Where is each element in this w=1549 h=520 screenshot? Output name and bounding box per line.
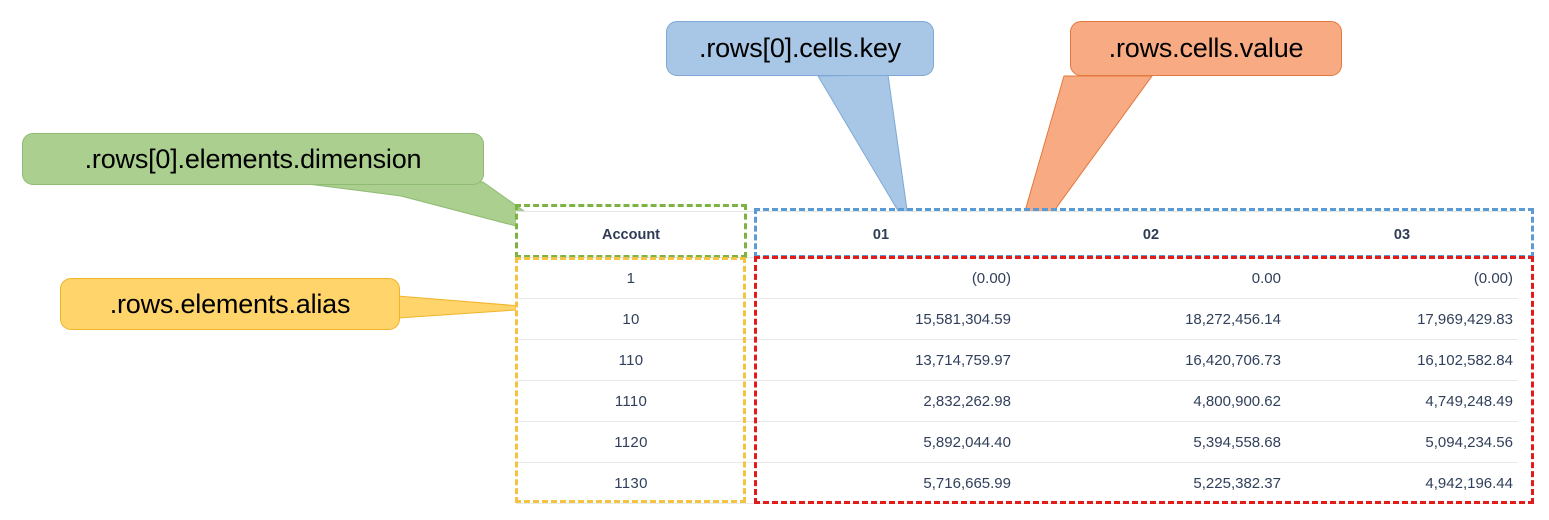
table-header: Account 01 02 03 [516, 211, 1518, 258]
cell-dimension: 1 [516, 257, 746, 299]
cell-value: 2,832,262.98 [746, 380, 1016, 422]
cell-dimension: 1130 [516, 462, 746, 504]
cell-value: 18,272,456.14 [1016, 298, 1286, 340]
cell-value: 15,581,304.59 [746, 298, 1016, 340]
cell-dimension: 110 [516, 339, 746, 381]
callout-dimension-label: .rows[0].elements.dimension [84, 143, 422, 174]
cell-dimension: 10 [516, 298, 746, 340]
cell-value: 17,969,429.83 [1286, 298, 1518, 340]
callout-cells-value[interactable]: .rows.cells.value [1070, 21, 1342, 76]
highlight-box-alias [515, 257, 746, 503]
cell-value: 4,749,248.49 [1286, 380, 1518, 422]
cell-value: (0.00) [746, 257, 1016, 299]
callout-alias[interactable]: .rows.elements.alias [60, 278, 400, 330]
table-row[interactable]: 1 (0.00) 0.00 (0.00) [516, 257, 1518, 299]
cell-dimension: 1120 [516, 421, 746, 463]
cell-value: (0.00) [1286, 257, 1518, 299]
table-row[interactable]: 1110 2,832,262.98 4,800,900.62 4,749,248… [516, 380, 1518, 422]
table-row[interactable]: 1120 5,892,044.40 5,394,558.68 5,094,234… [516, 421, 1518, 463]
highlight-box-cells-value [754, 256, 1534, 504]
callout-cells-key[interactable]: .rows[0].cells.key [666, 21, 934, 76]
highlight-box-cells-key [754, 208, 1534, 258]
callout-alias-label: .rows.elements.alias [109, 288, 351, 319]
cell-value: 4,942,196.44 [1286, 462, 1518, 504]
callout-cells-value-label: .rows.cells.value [1108, 33, 1304, 63]
cell-value: 5,394,558.68 [1016, 421, 1286, 463]
column-header-01[interactable]: 01 [746, 211, 1016, 258]
table-row[interactable]: 10 15,581,304.59 18,272,456.14 17,969,42… [516, 298, 1518, 340]
table-header-row: Account 01 02 03 [516, 211, 1518, 258]
cell-value: 0.00 [1016, 257, 1286, 299]
column-header-account[interactable]: Account [516, 211, 746, 258]
cell-value: 5,892,044.40 [746, 421, 1016, 463]
callout-dimension[interactable]: .rows[0].elements.dimension [22, 133, 484, 185]
cell-value: 16,420,706.73 [1016, 339, 1286, 381]
cell-value: 5,094,234.56 [1286, 421, 1518, 463]
column-header-02[interactable]: 02 [1016, 211, 1286, 258]
table-row[interactable]: 110 13,714,759.97 16,420,706.73 16,102,5… [516, 339, 1518, 381]
cell-value: 5,225,382.37 [1016, 462, 1286, 504]
cell-dimension: 1110 [516, 380, 746, 422]
column-header-03[interactable]: 03 [1286, 211, 1518, 258]
pivot-table: Account 01 02 03 1 (0.00) 0.00 (0.00) 10… [516, 211, 1518, 504]
cell-value: 16,102,582.84 [1286, 339, 1518, 381]
callout-cells-key-label: .rows[0].cells.key [699, 33, 901, 63]
table-body: 1 (0.00) 0.00 (0.00) 10 15,581,304.59 18… [516, 257, 1518, 504]
cell-value: 13,714,759.97 [746, 339, 1016, 381]
cell-value: 4,800,900.62 [1016, 380, 1286, 422]
highlight-box-dimension [515, 204, 747, 258]
